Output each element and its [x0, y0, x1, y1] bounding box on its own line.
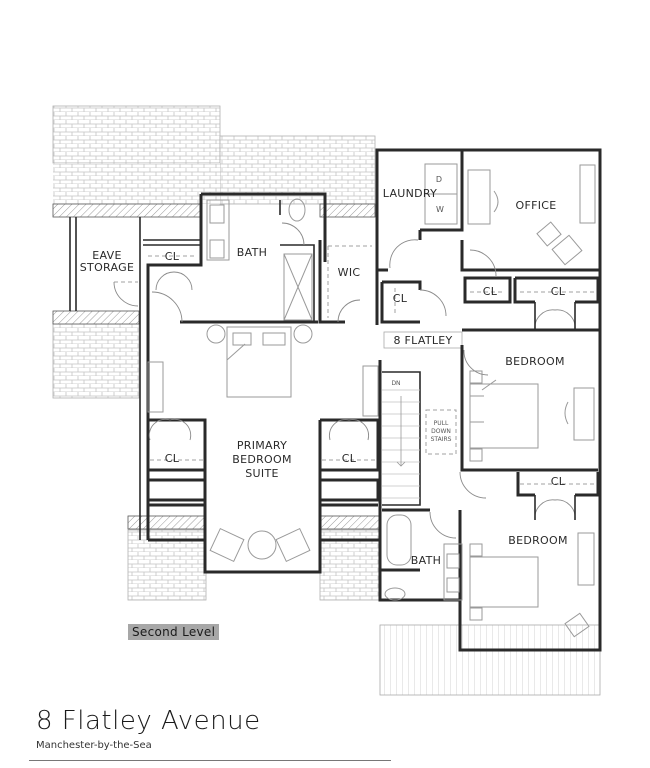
primary-bedroom-walls — [147, 324, 380, 563]
label-cl-mid: CL — [483, 285, 498, 298]
svg-text:DOWN: DOWN — [431, 428, 451, 435]
stair-sign-label: 8 FLATLEY — [393, 334, 452, 347]
bedroom-2-walls — [459, 471, 600, 638]
label-office: OFFICE — [516, 199, 557, 212]
wic-walls — [318, 240, 379, 325]
town-subtitle: Manchester-by-the-Sea — [36, 740, 152, 751]
label-eave-storage-2: STORAGE — [80, 261, 134, 274]
label-primary-1: PRIMARY — [237, 439, 287, 452]
label-bedroom-2: BEDROOM — [508, 534, 568, 547]
svg-text:PULL: PULL — [434, 420, 449, 427]
label-eave-storage-1: EAVE — [92, 249, 121, 262]
svg-text:STAIRS: STAIRS — [431, 436, 452, 443]
level-badge: Second Level — [128, 624, 220, 640]
label-washer: W — [436, 205, 444, 214]
label-bath-primary: BATH — [237, 246, 267, 259]
office-walls — [460, 164, 600, 277]
room-labels: EAVE STORAGE CL BATH WIC LAUNDRY D W OFF… — [80, 175, 568, 567]
label-primary-3: SUITE — [245, 467, 278, 480]
title-rule — [29, 760, 391, 761]
label-cl-primary-right: CL — [342, 452, 357, 465]
label-bath-hall: BATH — [411, 554, 441, 567]
stair-sign-frame — [383, 331, 463, 349]
bedroom-1-walls — [460, 328, 600, 472]
hall-bath-walls — [380, 508, 463, 602]
label-wic: WIC — [338, 266, 361, 279]
deck — [379, 624, 601, 696]
closet-left — [143, 239, 201, 323]
stairs-dn-label: DN — [391, 380, 400, 387]
label-cl-bedroom-2: CL — [551, 475, 566, 488]
label-laundry: LAUNDRY — [383, 187, 437, 200]
label-cl-hall: CL — [393, 292, 408, 305]
address-title: 8 Flatley Avenue — [36, 706, 261, 736]
primary-bath-walls — [180, 194, 318, 324]
label-cl-primary-left: CL — [165, 452, 180, 465]
label-dryer: D — [436, 175, 442, 184]
label-cl-left: CL — [165, 250, 180, 263]
label-primary-2: BEDROOM — [232, 453, 292, 466]
laundry-walls — [375, 150, 464, 272]
label-cl-right-top: CL — [551, 285, 566, 298]
eave-storage — [69, 217, 141, 540]
stairs: DN PULL DOWN STAIRS — [378, 360, 457, 600]
hall-closets — [380, 276, 600, 331]
label-bedroom-1: BEDROOM — [505, 355, 565, 368]
